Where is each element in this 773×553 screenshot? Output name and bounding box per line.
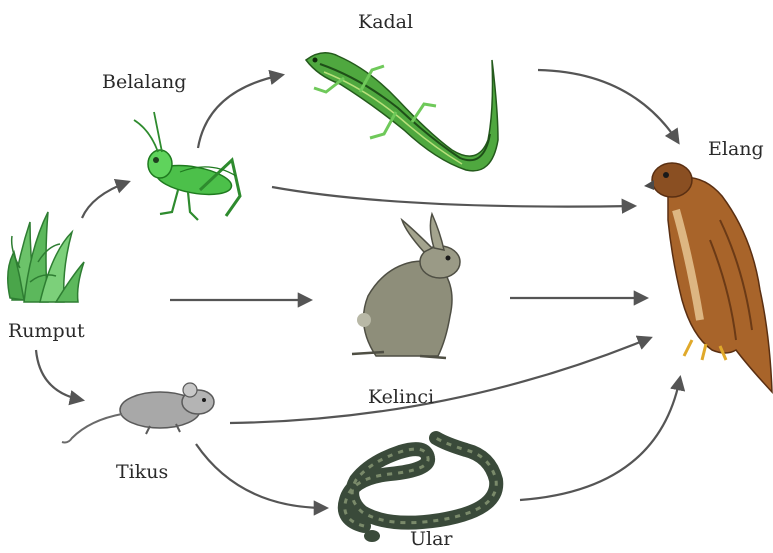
label-belalang: Belalang: [102, 71, 186, 93]
arrow-belalang-elang: [272, 187, 634, 207]
arrow-rumput-tikus: [36, 350, 82, 400]
eagle-icon: [644, 163, 772, 392]
arrows: [36, 70, 680, 508]
arrow-tikus-ular: [196, 444, 326, 508]
arrow-ular-elang: [520, 378, 680, 500]
arrow-kadal-elang: [538, 70, 678, 142]
lizard-icon: [306, 53, 498, 171]
label-tikus: Tikus: [116, 461, 168, 483]
rabbit-icon: [352, 214, 460, 358]
label-elang: Elang: [708, 138, 764, 160]
arrow-belalang-kadal: [198, 75, 282, 148]
snake-icon: [345, 438, 496, 542]
arrow-rumput-belalang: [82, 182, 128, 218]
grasshopper-icon: [134, 112, 240, 220]
mouse-icon: [62, 383, 214, 443]
label-rumput: Rumput: [8, 320, 85, 342]
label-ular: Ular: [410, 528, 453, 550]
grass-icon: [8, 212, 84, 302]
label-kelinci: Kelinci: [368, 386, 434, 408]
label-kadal: Kadal: [358, 11, 413, 33]
